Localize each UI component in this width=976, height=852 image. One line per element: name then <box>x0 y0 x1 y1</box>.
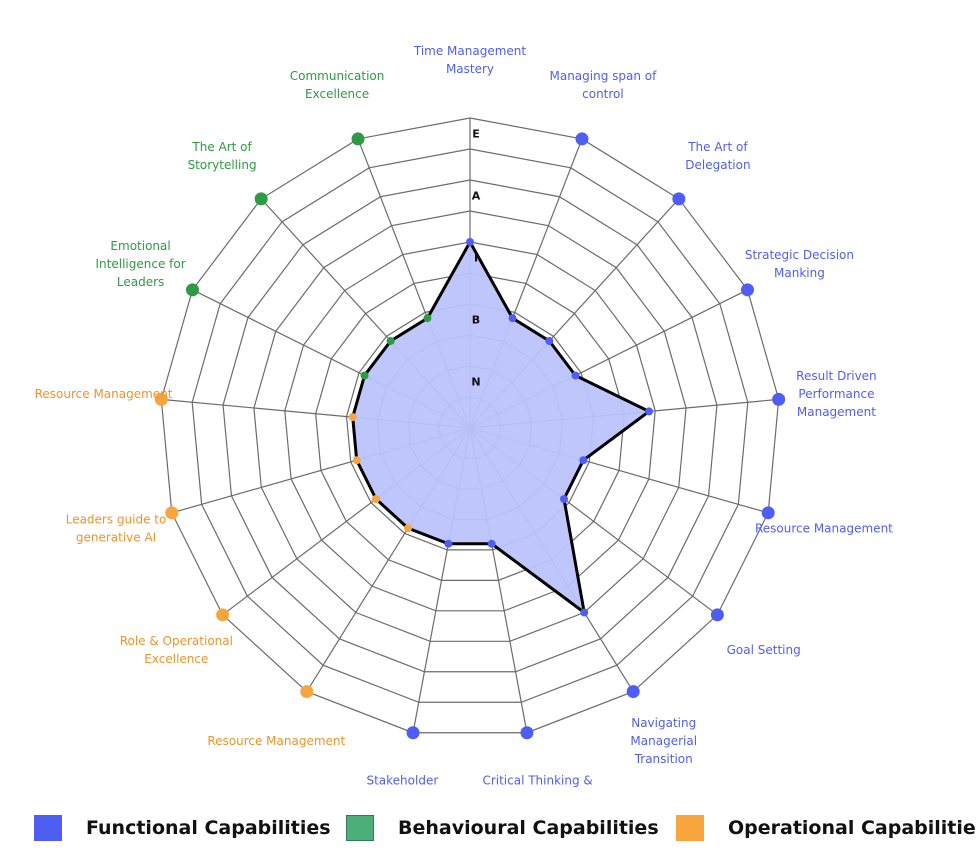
axis-end-marker <box>710 608 724 622</box>
data-point <box>348 413 357 422</box>
legend-swatch-behavioural <box>346 815 374 841</box>
data-point <box>645 407 654 416</box>
axis-end-marker <box>672 192 686 206</box>
level-label: B <box>472 314 480 327</box>
data-point <box>466 238 474 246</box>
axis-end-marker <box>741 283 755 297</box>
axis-end-marker <box>300 685 314 699</box>
grid-ring <box>160 117 780 734</box>
data-point <box>487 539 496 548</box>
axis-end-marker <box>761 506 775 520</box>
legend-label-operational: Operational Capabilities <box>728 817 976 839</box>
level-label: I <box>474 252 478 265</box>
data-point <box>444 539 453 548</box>
grid-ring <box>191 148 749 703</box>
grid-ring <box>284 241 656 612</box>
level-label: A <box>472 190 481 203</box>
data-point <box>371 494 380 503</box>
axis-end-marker <box>520 726 534 740</box>
axis-end-marker <box>575 132 589 146</box>
axis-label: StakeholderManagement <box>363 774 442 790</box>
axis-end-marker <box>254 192 268 206</box>
axis-label: Resource Management <box>35 387 173 401</box>
grid-ring <box>345 303 595 551</box>
axis-label: Critical Thinking &Problem Solving <box>482 774 592 790</box>
data-point <box>403 524 412 533</box>
axis-end-marker <box>154 392 168 406</box>
data-area <box>351 238 652 616</box>
axis-end-marker <box>216 608 230 622</box>
data-point <box>423 314 432 323</box>
data-point <box>579 456 588 465</box>
legend-label-behavioural: Behavioural Capabilities <box>398 817 659 839</box>
axis-label: Goal Setting <box>727 643 801 657</box>
grid-ring <box>253 210 687 642</box>
axis-end-marker <box>351 132 365 146</box>
legend-label-functional: Functional Capabilities <box>86 817 331 839</box>
axis-end-marker <box>772 392 786 406</box>
axis-end-marker <box>626 685 640 699</box>
data-point <box>352 456 361 465</box>
data-point <box>508 314 517 323</box>
level-label: E <box>472 128 480 141</box>
grid-ring <box>222 179 718 673</box>
data-point <box>360 371 369 380</box>
grid-ring <box>315 272 625 581</box>
legend-swatch-functional <box>34 815 62 841</box>
data-point <box>560 494 569 503</box>
data-point <box>571 371 580 380</box>
legend-item-functional: Functional Capabilities <box>34 814 331 842</box>
data-point <box>580 608 589 617</box>
data-point <box>545 336 554 345</box>
chart-legend: Functional Capabilities Behavioural Capa… <box>0 806 976 852</box>
axis-label: Resource Management <box>207 734 345 748</box>
axis-label: Resource Management <box>755 522 893 536</box>
legend-swatch-operational <box>676 815 704 841</box>
axis-end-marker <box>165 506 179 520</box>
legend-item-behavioural: Behavioural Capabilities <box>346 814 659 842</box>
axis-end-marker <box>185 283 199 297</box>
data-point <box>386 336 395 345</box>
legend-item-operational: Operational Capabilities <box>676 814 976 842</box>
axis-end-marker <box>406 726 420 740</box>
level-label: N <box>471 376 480 389</box>
